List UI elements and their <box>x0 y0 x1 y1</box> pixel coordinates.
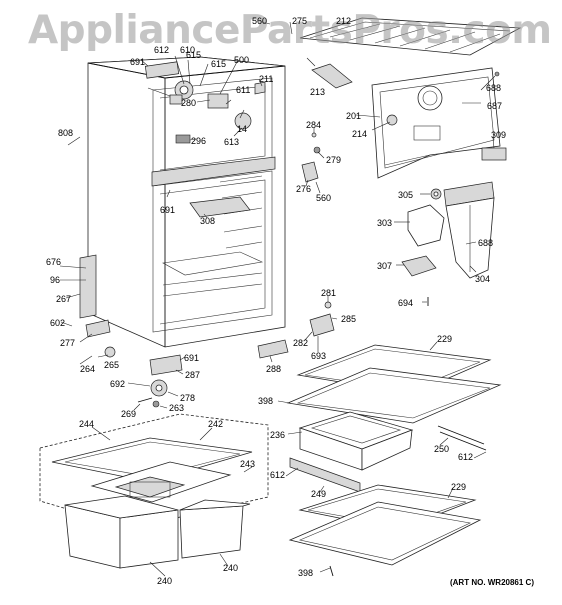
top-shelf-assembly <box>299 17 522 89</box>
part-label-229-lower: 229 <box>451 482 467 492</box>
part-label-612-left: 612 <box>270 470 286 480</box>
bin-assembly <box>39 413 269 569</box>
part-label-694: 694 <box>398 298 414 308</box>
part-label-615-a: 615 <box>186 50 202 60</box>
part-label-692: 692 <box>110 379 126 389</box>
part-label-808: 808 <box>58 128 74 138</box>
part-label-269: 269 <box>121 409 137 419</box>
part-label-676: 676 <box>46 257 62 267</box>
part-label-275: 275 <box>292 16 308 26</box>
part-label-285: 285 <box>341 314 357 324</box>
part-label-14: 14 <box>237 124 248 134</box>
cabinet-body <box>79 56 286 348</box>
part-label-229-upper: 229 <box>437 334 453 344</box>
part-label-214: 214 <box>352 129 368 139</box>
part-label-612-right: 612 <box>458 452 474 462</box>
part-label-213: 213 <box>310 87 326 97</box>
part-label-691-lower: 691 <box>184 353 200 363</box>
part-label-96: 96 <box>50 275 61 285</box>
upper-glass-shelf <box>286 344 502 451</box>
part-label-240-left: 240 <box>157 576 173 586</box>
art-number: (ART NO. WR20861 C) <box>449 578 534 587</box>
part-label-560-lower: 560 <box>316 193 332 203</box>
lower-glass-shelf <box>288 484 482 577</box>
part-label-267: 267 <box>56 294 72 304</box>
part-label-500: 500 <box>234 55 250 65</box>
control-brackets <box>85 132 335 408</box>
part-label-307: 307 <box>377 261 393 271</box>
air-duct-assembly <box>401 181 495 306</box>
part-label-691-top: 691 <box>130 57 146 67</box>
part-label-211: 211 <box>259 74 274 84</box>
part-label-610: 610 <box>180 45 196 55</box>
part-label-263: 263 <box>169 403 185 413</box>
part-label-688-lower: 688 <box>478 238 494 248</box>
part-label-602: 602 <box>50 318 66 328</box>
part-label-243: 243 <box>240 459 256 469</box>
leader-lines <box>59 21 496 577</box>
part-label-242: 242 <box>208 419 224 429</box>
part-label-398-lower: 398 <box>298 568 314 578</box>
part-label-398-upper: 398 <box>258 396 274 406</box>
part-label-613: 613 <box>224 137 240 147</box>
part-label-611: 611 <box>236 85 251 95</box>
part-label-265: 265 <box>104 360 120 370</box>
part-label-693: 693 <box>311 351 327 361</box>
part-label-244: 244 <box>79 419 95 429</box>
part-label-249: 249 <box>311 489 327 499</box>
part-label-308: 308 <box>200 216 216 226</box>
part-label-303: 303 <box>377 218 393 228</box>
part-label-305: 305 <box>398 190 414 200</box>
part-label-296: 296 <box>191 136 207 146</box>
part-label-250: 250 <box>434 444 450 454</box>
part-label-278: 278 <box>180 393 196 403</box>
part-label-688-upper: 688 <box>486 83 502 93</box>
part-label-309: 309 <box>491 130 507 140</box>
part-label-687: 687 <box>487 101 503 111</box>
part-label-277: 277 <box>60 338 76 348</box>
part-label-615-b: 615 <box>211 59 227 69</box>
part-label-279: 279 <box>326 155 342 165</box>
part-label-282: 282 <box>293 338 309 348</box>
part-label-212-shelf: 212 <box>336 16 352 26</box>
meat-pan-drawer <box>289 411 414 493</box>
back-panel-assembly <box>371 67 507 179</box>
part-label-280: 280 <box>181 98 197 108</box>
part-label-276: 276 <box>296 184 312 194</box>
part-label-691-mid: 691 <box>160 205 176 215</box>
part-label-288: 288 <box>266 364 282 374</box>
part-label-201: 201 <box>346 111 362 121</box>
part-label-287: 287 <box>185 370 201 380</box>
part-label-612-top: 612 <box>154 45 170 55</box>
part-label-284: 284 <box>306 120 322 130</box>
part-label-240-right: 240 <box>223 563 239 573</box>
part-label-560-top: 560 <box>252 16 268 26</box>
part-label-281: 281 <box>321 288 337 298</box>
part-label-236: 236 <box>270 430 286 440</box>
watermark-logo: AppliancePartsPros.com <box>28 8 552 53</box>
part-label-264: 264 <box>80 364 96 374</box>
part-label-304: 304 <box>475 274 491 284</box>
